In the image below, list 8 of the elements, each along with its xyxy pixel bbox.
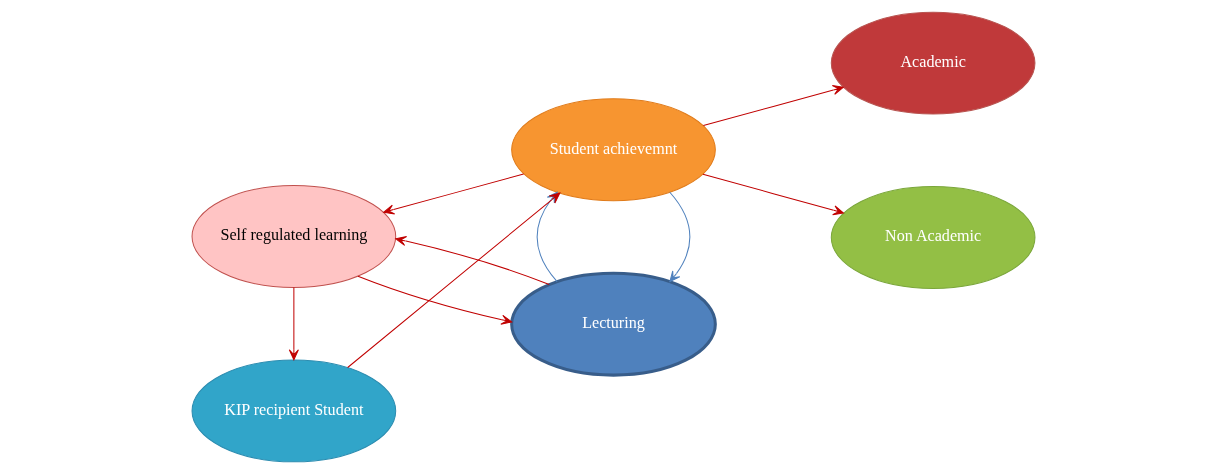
arrow — [383, 173, 525, 215]
arrow — [288, 287, 299, 361]
node-ellipse: KIP recipient Student — [191, 359, 397, 463]
arrow — [669, 191, 691, 283]
arrow — [357, 275, 513, 325]
arrow — [702, 173, 845, 216]
arrow — [395, 236, 550, 285]
arrow — [702, 85, 844, 126]
